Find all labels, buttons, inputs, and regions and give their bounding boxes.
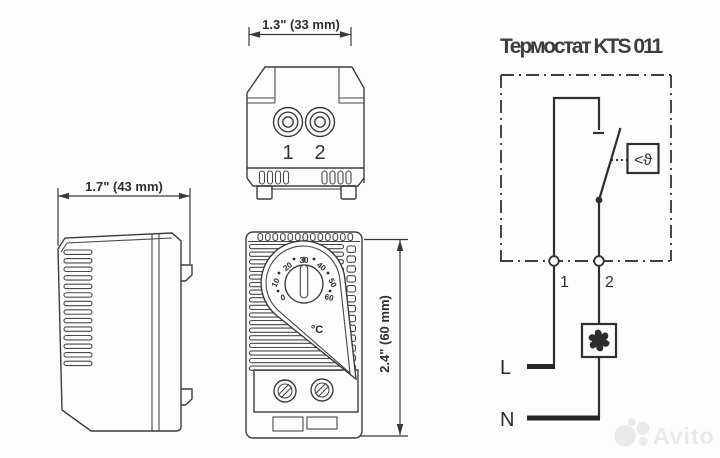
thermostat-switch: <ϑ xyxy=(552,96,660,258)
thermal-contact-icon xyxy=(626,142,660,175)
watermark: Avito xyxy=(614,418,714,449)
switch-blade[interactable] xyxy=(597,127,622,201)
line-label: L xyxy=(500,357,511,379)
dial-panel: 0 10 20 30 40 50 60 °C xyxy=(260,240,357,381)
dial-number-60: 60 xyxy=(324,292,335,303)
watermark-text: Avito xyxy=(653,423,715,449)
screw-slot-right xyxy=(314,382,330,398)
mounting-clip-top xyxy=(181,264,193,282)
top-view-terminal-2-label: 2 xyxy=(314,142,325,164)
side-view-dimension-line xyxy=(57,188,191,264)
terminal-1-circles xyxy=(272,106,304,138)
dial-number-50: 50 xyxy=(326,277,338,289)
neutral-label: N xyxy=(500,409,514,431)
side-view: 1.7" (43 mm) xyxy=(57,179,193,432)
dial-scale-dots xyxy=(276,257,332,293)
dial-number-30: 30 xyxy=(300,256,309,265)
fan-icon xyxy=(588,329,610,352)
load-wiring xyxy=(527,266,618,421)
circuit-terminal-2-label: 2 xyxy=(605,274,614,291)
side-view-dimension-label: 1.7" (43 mm) xyxy=(85,179,163,194)
mounting-clip-bottom xyxy=(181,388,193,406)
front-view-outline xyxy=(245,231,363,439)
avito-logo-icon xyxy=(614,418,650,447)
dial-number-10: 10 xyxy=(270,276,282,288)
side-view-outline xyxy=(57,232,193,432)
top-view: 1.3" (33 mm) xyxy=(246,17,365,200)
top-view-vents-right xyxy=(321,170,352,185)
top-view-vents-left xyxy=(258,170,290,185)
thermal-sensor-label: <ϑ xyxy=(634,152,652,169)
terminal-screw-section xyxy=(253,369,359,413)
top-view-dimension-label: 1.3" (33 mm) xyxy=(262,17,340,32)
front-view-dimension-line xyxy=(360,238,408,437)
cable-clamp-section xyxy=(272,416,338,432)
dial-knob-slot xyxy=(299,264,309,299)
terminal-2-circles xyxy=(304,106,336,138)
circuit-terminal-2[interactable] xyxy=(593,255,605,267)
dial-number-0: 0 xyxy=(280,293,287,303)
side-view-louvers xyxy=(63,249,93,367)
top-view-dimension-line xyxy=(248,27,352,46)
circuit-diagram: Термостат KTS 011 <ϑ 1 2 xyxy=(500,35,672,431)
front-view-top-ribs xyxy=(257,232,354,242)
top-view-outline xyxy=(246,66,365,200)
screw-slot-left xyxy=(277,383,293,399)
dial-unit-label: °C xyxy=(311,324,323,336)
circuit-terminal-1-label: 1 xyxy=(560,274,569,291)
circuit-enclosure-border xyxy=(500,74,672,262)
front-view-dimension-label: 2.4" (60 mm) xyxy=(377,295,392,373)
top-view-terminal-1-label: 1 xyxy=(282,142,293,164)
circuit-title: Термостат KTS 011 xyxy=(500,35,664,58)
front-view: 0 10 20 30 40 50 60 °C 2.4" (60 mm) xyxy=(245,231,408,439)
circuit-terminal-1[interactable] xyxy=(548,255,560,267)
